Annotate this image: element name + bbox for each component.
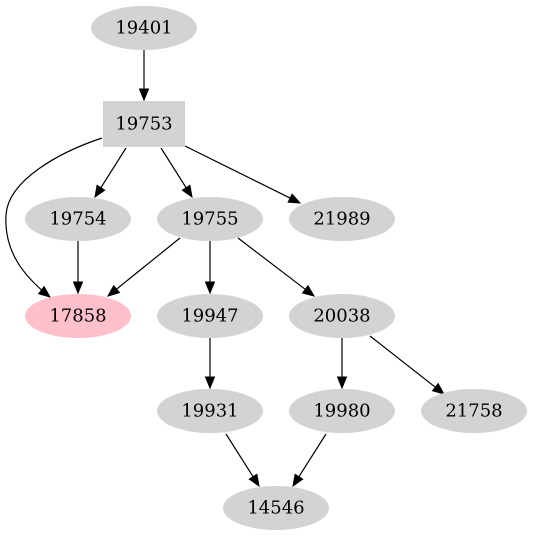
node-ellipse (25, 197, 131, 241)
arrowhead-icon (301, 284, 316, 297)
edge-20038-to-19980 (336, 338, 348, 390)
node-ellipse (421, 389, 527, 433)
node-19401: 19401 (91, 6, 197, 50)
edge-20038-to-21758 (369, 335, 446, 395)
node-label: 20038 (313, 306, 370, 327)
node-19753: 19753 (103, 101, 185, 147)
edge-19401-to-19753 (138, 50, 150, 102)
edge-line (160, 147, 188, 189)
edge-19753-to-19754 (94, 147, 127, 199)
node-ellipse (289, 197, 395, 241)
node-17858: 17858 (25, 294, 131, 338)
node-label: 17858 (49, 306, 106, 327)
edge-19755-to-20038 (237, 237, 316, 297)
edge-line (237, 237, 307, 291)
node-label: 19980 (313, 401, 370, 422)
arrowhead-icon (106, 284, 121, 297)
node-label: 19931 (181, 401, 238, 422)
node-ellipse (223, 486, 329, 530)
edge-line (225, 433, 255, 478)
nodes-layer: 19401 19753 19754 19755 21989 17858 19947 20038… (25, 6, 527, 530)
arrowhead-icon (292, 473, 304, 488)
node-19980: 19980 (289, 389, 395, 433)
arrowhead-icon (336, 376, 348, 390)
arrowhead-icon (37, 285, 52, 298)
node-21989: 21989 (289, 197, 395, 241)
node-box (103, 101, 185, 147)
node-label: 19401 (115, 18, 172, 39)
node-14546: 14546 (223, 486, 329, 530)
node-ellipse (157, 294, 263, 338)
edge-19931-to-14546 (225, 433, 260, 488)
arrowhead-icon (181, 184, 193, 199)
node-ellipse (157, 389, 263, 433)
node-label: 19754 (49, 209, 106, 230)
node-label: 14546 (247, 498, 304, 519)
node-20038: 20038 (289, 294, 395, 338)
node-label: 21758 (445, 401, 502, 422)
edge-19753-to-17858 (5, 137, 103, 298)
edge-19754-to-17858 (72, 241, 84, 295)
edge-line (99, 147, 127, 189)
node-19754: 19754 (25, 197, 131, 241)
edge-19753-to-21989 (184, 145, 302, 204)
node-ellipse (91, 6, 197, 50)
arrowhead-icon (248, 473, 260, 488)
node-ellipse (289, 389, 395, 433)
arrowhead-icon (72, 281, 84, 295)
edge-19755-to-17858 (106, 237, 181, 297)
edge-line (369, 335, 437, 389)
node-label: 19947 (181, 306, 238, 327)
node-label: 19753 (115, 114, 172, 135)
edges-layer (5, 50, 446, 488)
edge-19947-to-19931 (204, 338, 216, 390)
edge-19980-to-14546 (292, 433, 327, 488)
node-19947: 19947 (157, 294, 263, 338)
arrowhead-icon (204, 376, 216, 390)
arrowhead-icon (138, 88, 150, 102)
edge-line (297, 433, 327, 478)
node-19755: 19755 (157, 197, 263, 241)
node-label: 21989 (313, 209, 370, 230)
edge-curve (5, 137, 103, 298)
arrowhead-icon (287, 193, 302, 204)
arrowhead-icon (94, 184, 106, 199)
node-19931: 19931 (157, 389, 263, 433)
arrowhead-icon (431, 382, 446, 395)
node-ellipse (25, 294, 131, 338)
node-ellipse (289, 294, 395, 338)
arrowhead-icon (204, 281, 216, 295)
node-label: 19755 (181, 209, 238, 230)
edge-19753-to-19755 (160, 147, 193, 199)
node-ellipse (157, 197, 263, 241)
edge-line (115, 237, 181, 291)
node-21758: 21758 (421, 389, 527, 433)
edge-line (184, 145, 292, 200)
edge-19755-to-19947 (204, 241, 216, 295)
